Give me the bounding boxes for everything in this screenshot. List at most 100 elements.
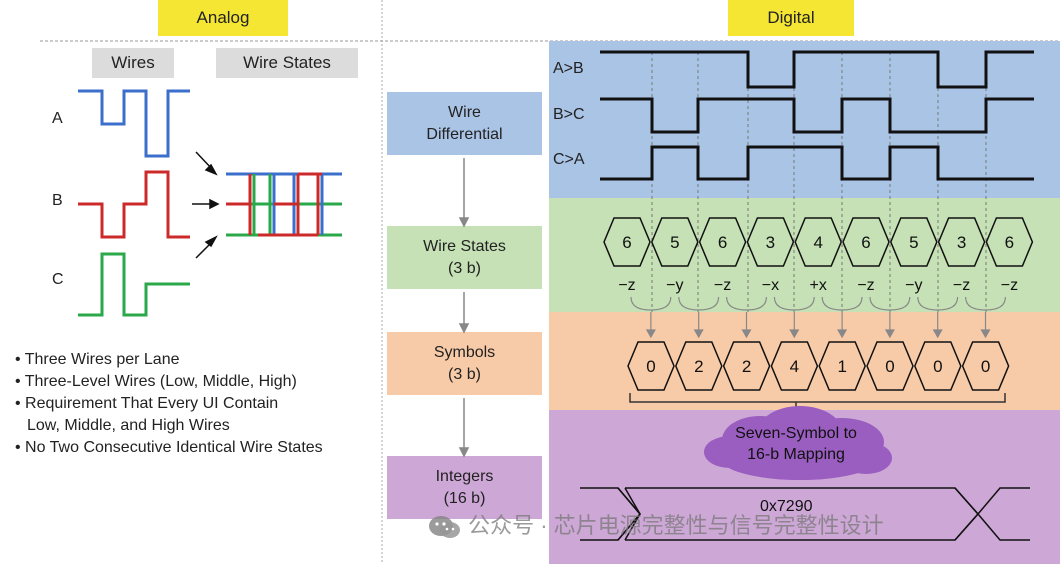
symbol-value: 2 <box>742 357 751 376</box>
symbol-hex <box>770 341 819 391</box>
transition-label: −z <box>857 277 874 294</box>
pair-arrowhead <box>741 329 752 339</box>
transition-label: −z <box>714 277 731 294</box>
transition-label: −y <box>666 277 683 294</box>
wire-states-diagram <box>226 172 342 237</box>
stage-line2: (3 b) <box>448 365 481 383</box>
pair-arrowhead <box>837 329 848 339</box>
waveform-a-gt-b <box>600 50 1034 89</box>
transition-label: +x <box>810 277 827 294</box>
arrow-icons <box>192 151 220 259</box>
mapping-line1: Seven-Symbol to <box>735 425 857 442</box>
wire-c-waveform <box>78 252 190 317</box>
integer-value: 0x7290 <box>760 498 813 515</box>
wire-state-value: 4 <box>813 233 822 252</box>
pair-arc <box>678 296 720 311</box>
transition-label: −z <box>618 277 635 294</box>
stage-symbols: Symbols (3 b) <box>387 332 542 395</box>
stage-integers: Integers (16 b) <box>387 456 542 519</box>
pair-arrowhead <box>932 329 943 339</box>
stage-line2: (16 b) <box>443 489 486 507</box>
analog-bullets: • Three Wires per Lane • Three-Level Wir… <box>15 349 323 459</box>
wire-label-a: A <box>52 110 63 127</box>
pair-arc <box>630 296 672 311</box>
wires-label: Wires <box>92 48 174 78</box>
bullet-item: • Requirement That Every UI Contain <box>15 395 279 412</box>
signal-label-ca: C>A <box>553 151 585 168</box>
symbol-hex <box>818 341 867 391</box>
symbol-value: 0 <box>933 357 942 376</box>
stage-wire-differential: Wire Differential <box>387 92 542 155</box>
pair-arrowhead <box>884 329 895 339</box>
band-wire-differential <box>549 41 1060 198</box>
wire-state-value: 6 <box>622 233 631 252</box>
symbol-hex <box>674 341 723 391</box>
wechat-icon <box>428 515 462 539</box>
mapping-cloud <box>704 406 892 480</box>
watermark: 公众号 · 芯片电源完整性与信号完整性设计 <box>428 508 884 540</box>
transition-label: −z <box>1001 277 1018 294</box>
symbol-value: 1 <box>837 357 846 376</box>
wire-state-value: 6 <box>718 233 727 252</box>
wire-b-waveform <box>78 170 190 239</box>
wire-a-waveform <box>78 89 190 158</box>
symbol-hex <box>866 341 914 391</box>
stage-line1: Wire States <box>423 237 506 255</box>
wire-states-label: Wire States <box>216 48 358 78</box>
waveform-b-gt-c <box>600 97 1034 134</box>
pair-arrowhead <box>645 329 656 339</box>
pair-arc <box>726 296 767 311</box>
stage-line2: (3 b) <box>448 259 481 277</box>
wire-state-hex <box>842 217 890 267</box>
wire-state-hex <box>889 217 938 267</box>
pair-arrowhead <box>980 329 991 339</box>
digital-header: Digital <box>728 0 854 36</box>
pair-arrowhead <box>693 329 704 339</box>
wire-state-hex <box>698 217 747 267</box>
mapping-line2: 16-b Mapping <box>747 446 845 463</box>
analog-waveforms <box>78 89 342 317</box>
wire-state-value: 3 <box>957 233 966 252</box>
transition-label: −x <box>762 277 779 294</box>
symbol-value: 0 <box>885 357 894 376</box>
stage-line1: Integers <box>435 467 494 485</box>
symbol-value: 0 <box>646 357 655 376</box>
pair-arc <box>869 296 911 311</box>
signal-label-bc: B>C <box>553 106 585 123</box>
wire-state-hex <box>937 217 986 267</box>
wire-label-b: B <box>52 192 63 209</box>
signal-label-ab: A>B <box>553 60 584 77</box>
bullet-item: • Three-Level Wires (Low, Middle, High) <box>15 373 297 390</box>
waveform-c-gt-a <box>600 145 1034 181</box>
wire-label-c: C <box>52 271 64 288</box>
stage-line2: Differential <box>426 125 503 143</box>
pair-arc <box>773 296 815 311</box>
symbol-value: 4 <box>790 357 799 376</box>
symbol-hex <box>913 341 962 391</box>
stage-wire-states: Wire States (3 b) <box>387 226 542 289</box>
bullet-item: • No Two Consecutive Identical Wire Stat… <box>15 439 323 456</box>
symbol-hex <box>627 341 675 391</box>
analog-header: Analog <box>158 0 288 36</box>
stage-line1: Wire <box>448 103 481 121</box>
symbol-value: 0 <box>981 357 990 376</box>
bullet-item: Low, Middle, and High Wires <box>27 417 230 434</box>
pair-arrowhead <box>789 329 800 339</box>
symbol-value: 2 <box>694 357 703 376</box>
wire-state-value: 3 <box>766 233 775 252</box>
stage-arrows <box>458 158 470 458</box>
wire-state-value: 5 <box>670 233 679 252</box>
pair-arc <box>965 296 1006 311</box>
wire-state-hex <box>746 217 795 267</box>
wire-state-hex <box>603 217 651 267</box>
symbol-hex <box>722 341 771 391</box>
pair-arc <box>821 296 863 311</box>
wire-state-hex <box>650 217 699 267</box>
symbol-hex <box>961 341 1010 391</box>
wire-state-hex <box>985 217 1034 267</box>
stage-line1: Symbols <box>433 343 496 361</box>
wire-state-hex <box>794 217 843 267</box>
transition-label: −z <box>953 277 970 294</box>
wire-state-value: 6 <box>861 233 870 252</box>
